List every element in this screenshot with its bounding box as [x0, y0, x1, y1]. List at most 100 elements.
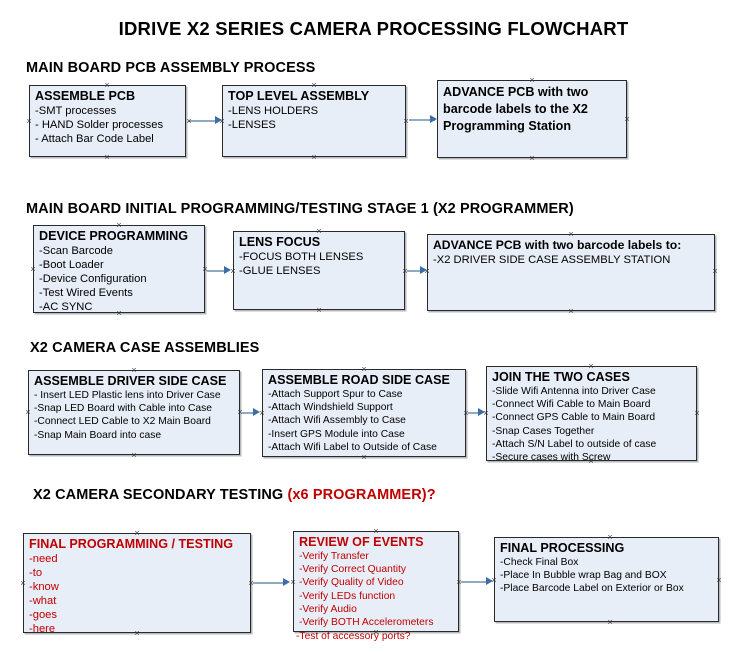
section-heading-x2-camera-case-assemblies: X2 CAMERA CASE ASSEMBLIES — [30, 340, 259, 356]
connection-point — [587, 362, 596, 371]
node-item: -Attach Wifi Assembly to Case — [268, 415, 406, 427]
connection-point — [567, 230, 576, 239]
node-title: TOP LEVEL ASSEMBLY — [228, 89, 370, 103]
connection-point — [360, 453, 369, 462]
node-item: -here — [29, 623, 56, 635]
connection-point — [310, 153, 319, 162]
node-item: -Verify Quality of Video — [299, 577, 404, 589]
connection-point — [315, 227, 324, 236]
node-title: REVIEW OF EVENTS — [299, 535, 424, 549]
connection-point — [103, 81, 112, 90]
node-title: DEVICE PROGRAMMING — [39, 229, 189, 243]
node-item: -Slide Wifi Antenna into Driver Case — [492, 386, 656, 397]
connection-point — [606, 618, 615, 627]
section-heading-red-text: (x6 PROGRAMMER)? — [287, 487, 436, 503]
node-item: -Check Final Box — [500, 557, 579, 568]
connection-point — [315, 306, 324, 315]
connection-point — [528, 76, 537, 85]
node-item: -Connect GPS Cable to Main Board — [492, 412, 656, 424]
connector-arrow — [420, 266, 427, 274]
connection-point — [130, 366, 139, 375]
connection-point — [372, 628, 381, 637]
connection-point — [372, 527, 381, 536]
connection-point — [715, 576, 724, 585]
connection-point — [567, 307, 576, 316]
node-item: -Attach S/N Label to outside of case — [492, 438, 657, 450]
node-item: - Attach Bar Code Label — [35, 133, 154, 145]
connector-arrow — [253, 408, 260, 416]
node-title: FINAL PROCESSING — [500, 541, 625, 555]
section-heading-text: MAIN BOARD INITIAL PROGRAMMING/TESTING S… — [26, 201, 574, 217]
node-advance-pcb-programming-station[interactable]: ADVANCE PCB with two barcode labels to t… — [437, 80, 627, 158]
connection-point — [693, 409, 702, 418]
node-item: -goes — [29, 609, 57, 621]
node-item: -Verify Audio — [299, 603, 357, 615]
connection-point — [19, 579, 28, 588]
node-lens-focus[interactable]: LENS FOCUS -FOCUS BOTH LENSES -GLUE LENS… — [233, 231, 405, 310]
section-heading-main-board-pcb-assembly: MAIN BOARD PCB ASSEMBLY PROCESS — [26, 60, 315, 76]
node-item: -Snap Cases Together — [492, 425, 595, 437]
connector-arrow — [486, 577, 493, 585]
node-item-overflow: -Test of accessory ports? — [296, 631, 411, 642]
connection-point — [133, 529, 142, 538]
node-device-programming[interactable]: DEVICE PROGRAMMING -Scan Barcode -Boot L… — [33, 225, 205, 313]
section-heading-main-board-initial-programming: MAIN BOARD INITIAL PROGRAMMING/TESTING S… — [26, 201, 574, 217]
node-final-processing[interactable]: FINAL PROCESSING -Check Final Box -Place… — [494, 537, 719, 622]
connector-line — [207, 270, 227, 272]
node-item: - Insert LED Plastic lens into Driver Ca… — [34, 390, 221, 401]
connection-point — [587, 457, 596, 466]
node-item: -SMT processes — [35, 105, 117, 117]
node-join-the-two-cases[interactable]: JOIN THE TWO CASES -Slide Wifi Antenna i… — [486, 366, 697, 464]
node-item: -LENSES — [228, 119, 276, 131]
node-item: -Verify LEDs function — [299, 590, 396, 602]
page-title: IDRIVE X2 SERIES CAMERA PROCESSING FLOWC… — [118, 18, 629, 39]
node-assemble-driver-side-case[interactable]: ASSEMBLE DRIVER SIDE CASE - Insert LED P… — [28, 370, 240, 455]
node-item: - HAND Solder processes — [35, 119, 164, 131]
connector-line — [409, 119, 435, 121]
node-item: -Boot Loader — [39, 259, 104, 271]
connection-point — [606, 533, 615, 542]
node-item: -X2 DRIVER SIDE CASE ASSEMBLY STATION — [433, 254, 671, 266]
node-item: -know — [29, 581, 59, 593]
connection-point — [402, 117, 411, 126]
node-item: -Attach Wifi Label to Outside of Case — [268, 441, 437, 453]
node-item: -Device Configuration — [39, 273, 147, 285]
node-review-of-events[interactable]: REVIEW OF EVENTS -Verify Transfer -Verif… — [293, 531, 459, 632]
node-final-programming-testing[interactable]: FINAL PROGRAMMING / TESTING -need -to -k… — [23, 533, 251, 635]
node-item: -Connect LED Cable to X2 Main Board — [34, 416, 211, 428]
node-item: -need — [29, 553, 58, 565]
node-item: -Insert GPS Module into Case — [268, 428, 405, 440]
connector-arrow — [478, 408, 485, 416]
connection-point — [115, 309, 124, 318]
connector-line — [468, 412, 481, 414]
node-item: -AC SYNC — [39, 301, 93, 313]
node-assemble-road-side-case[interactable]: ASSEMBLE ROAD SIDE CASE -Attach Support … — [262, 369, 466, 457]
connector-line — [189, 120, 219, 122]
node-item: -Secure cases with Screw — [492, 452, 611, 464]
node-item: -LENS HOLDERS — [228, 105, 319, 117]
connection-point — [623, 115, 632, 124]
connection-point — [133, 629, 142, 638]
connector-arrow — [283, 578, 290, 586]
connection-point — [201, 265, 210, 274]
connector-line — [242, 412, 256, 414]
node-top-level-assembly[interactable]: TOP LEVEL ASSEMBLY -LENS HOLDERS -LENSES — [222, 85, 406, 157]
node-item: -Verify BOTH Accelerometers — [299, 617, 434, 629]
connection-point — [130, 451, 139, 460]
section-heading-text: MAIN BOARD PCB ASSEMBLY PROCESS — [26, 60, 316, 76]
node-item: -Attach Windshield Support — [268, 402, 393, 414]
connector-arrow — [430, 115, 437, 123]
node-item: -Place Barcode Label on Exterior or Box — [500, 583, 684, 595]
connection-point — [528, 154, 537, 163]
node-title: FINAL PROGRAMMING / TESTING — [29, 537, 234, 551]
node-item: -Verify Correct Quantity — [299, 564, 407, 576]
node-title: ADVANCE PCB with two barcode labels to t… — [443, 85, 589, 133]
section-heading-text: X2 CAMERA SECONDARY TESTING — [33, 487, 288, 503]
connector-line — [253, 582, 286, 584]
connector-line — [407, 270, 423, 272]
node-title: ADVANCE PCB with two barcode labels to: — [433, 238, 682, 252]
section-heading-text: X2 CAMERA CASE ASSEMBLIES — [30, 340, 260, 356]
node-advance-pcb-driver-side-station[interactable]: ADVANCE PCB with two barcode labels to: … — [427, 234, 715, 311]
node-assemble-pcb[interactable]: ASSEMBLE PCB -SMT processes - HAND Solde… — [29, 85, 186, 157]
